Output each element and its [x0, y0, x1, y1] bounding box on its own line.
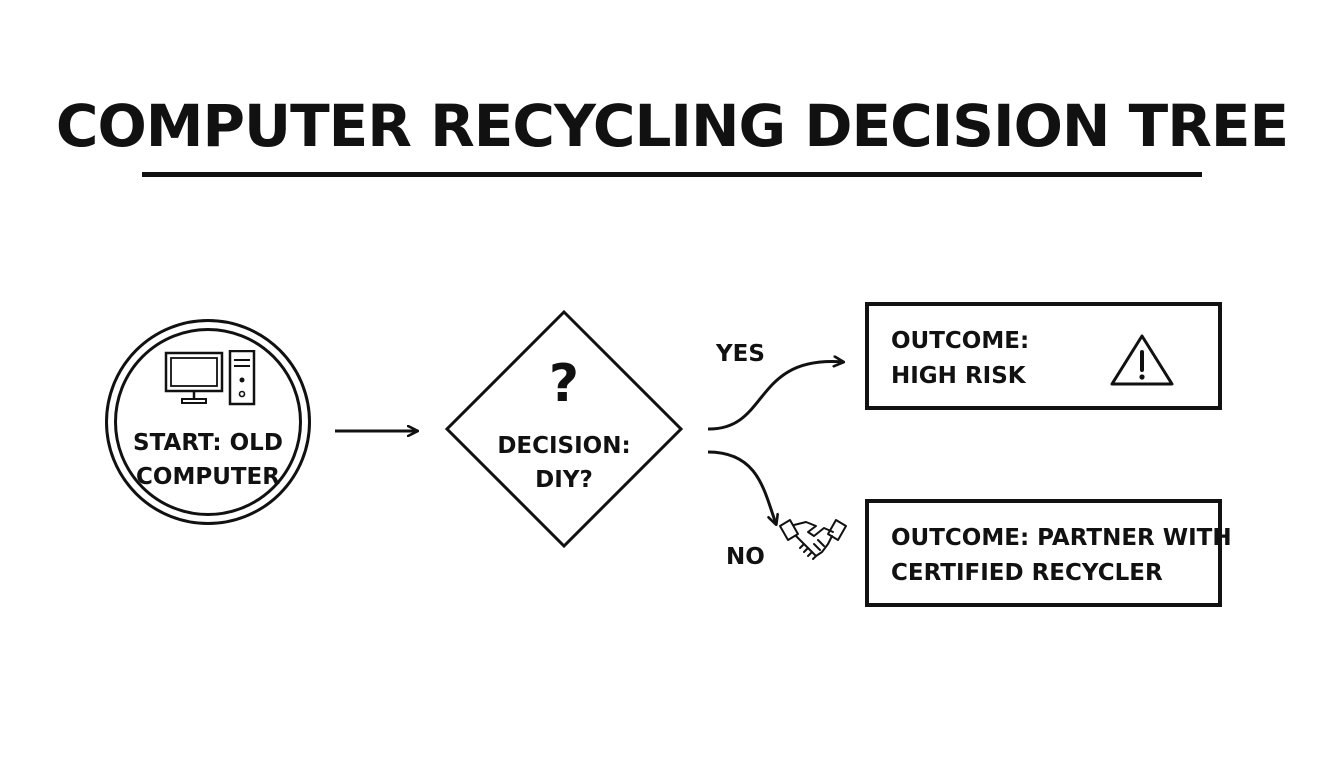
question-mark-icon: ?: [548, 354, 580, 414]
start-node-label: START: OLD COMPUTER: [120, 426, 296, 494]
decision-node-label: DECISION: DIY?: [480, 429, 648, 497]
start-node: [105, 319, 311, 525]
outcome-high-risk-text: OUTCOME: HIGH RISK: [891, 324, 1029, 394]
no-branch-label: NO: [726, 544, 765, 570]
outcome-high-risk-box: OUTCOME: HIGH RISK: [865, 302, 1222, 410]
yes-branch-arrow: [707, 362, 843, 431]
start-label-line1: START: OLD: [133, 430, 283, 456]
handshake-icon: [779, 519, 847, 560]
title-underline: [142, 172, 1202, 177]
outcome-partner-line1: OUTCOME: PARTNER WITH: [891, 525, 1232, 551]
outcome-partner-box: OUTCOME: PARTNER WITH CERTIFIED RECYCLER: [865, 499, 1232, 607]
decision-label-line2: DIY?: [535, 467, 593, 493]
desktop-computer-icon: [164, 350, 256, 406]
outcome-high-risk-line2: HIGH RISK: [891, 363, 1026, 389]
diagram-title: COMPUTER RECYCLING DECISION TREE: [55, 92, 1289, 160]
warning-icon: [1110, 334, 1174, 386]
outcome-partner-text: OUTCOME: PARTNER WITH CERTIFIED RECYCLER: [891, 521, 1232, 591]
no-branch-arrow: [707, 450, 776, 524]
outcome-high-risk-line1: OUTCOME:: [891, 328, 1030, 354]
start-node-inner-ring: [114, 328, 302, 516]
decision-label-line1: DECISION:: [497, 433, 631, 459]
outcome-partner-line2: CERTIFIED RECYCLER: [891, 560, 1163, 586]
start-label-line2: COMPUTER: [136, 464, 280, 490]
decision-node: [445, 310, 683, 548]
yes-branch-label: YES: [716, 341, 765, 367]
